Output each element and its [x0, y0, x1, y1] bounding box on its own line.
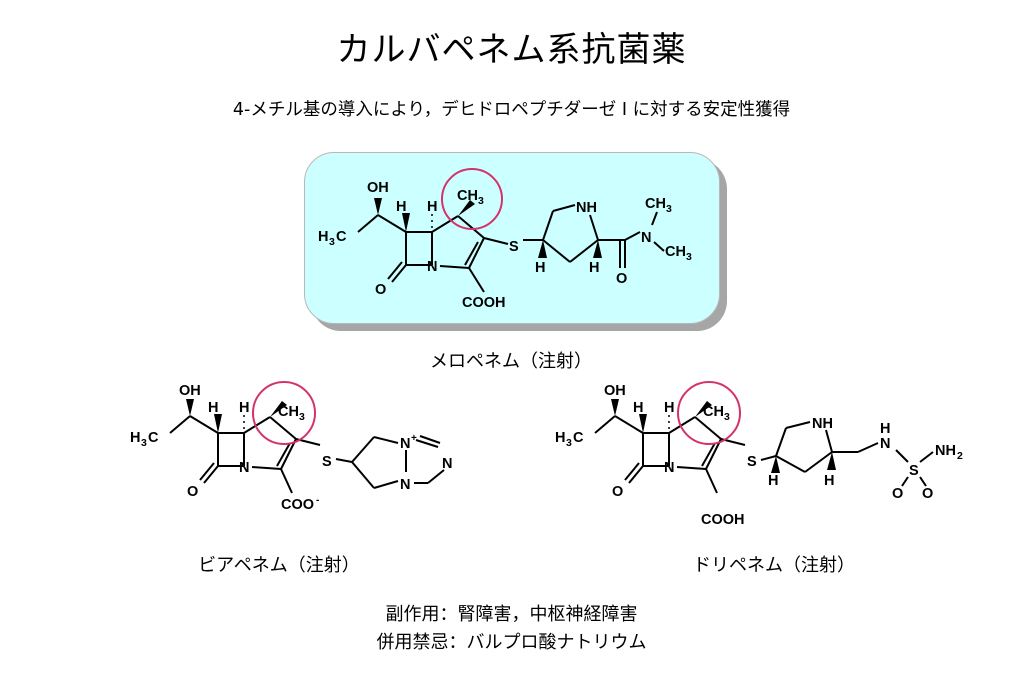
svg-text:H: H	[208, 400, 218, 416]
svg-text:3: 3	[299, 411, 305, 423]
svg-text:H: H	[824, 473, 834, 489]
svg-text:NH: NH	[812, 416, 833, 432]
svg-text:H: H	[396, 199, 406, 215]
svg-text:CH: CH	[278, 404, 299, 420]
svg-text:3: 3	[666, 203, 672, 215]
svg-text:+: +	[411, 433, 417, 444]
svg-text:H: H	[664, 400, 674, 416]
svg-text:H: H	[880, 421, 890, 437]
svg-text:3: 3	[724, 411, 730, 423]
svg-text:OH: OH	[179, 383, 201, 399]
svg-text:COOH: COOH	[462, 295, 506, 311]
svg-text:S: S	[509, 239, 519, 255]
svg-text:3: 3	[141, 437, 147, 449]
svg-text:OH: OH	[367, 180, 389, 196]
svg-text:N: N	[400, 436, 410, 452]
svg-text:3: 3	[566, 437, 572, 449]
svg-text:-: -	[316, 495, 319, 506]
svg-text:S: S	[909, 463, 919, 479]
svg-text:O: O	[892, 486, 903, 502]
svg-text:N: N	[400, 477, 410, 493]
svg-text:N: N	[427, 259, 437, 275]
svg-text:H: H	[427, 199, 437, 215]
svg-text:CH: CH	[665, 244, 686, 260]
svg-text:H: H	[768, 473, 778, 489]
subtitle: 4-メチル基の導入により，デヒドロペプチダーゼ Ⅰ に対する安定性獲得	[232, 100, 791, 120]
svg-text:H: H	[535, 260, 545, 276]
svg-text:H: H	[555, 430, 565, 446]
svg-text:N: N	[664, 460, 674, 476]
svg-text:O: O	[375, 282, 386, 298]
svg-text:COOH: COOH	[701, 512, 745, 528]
page-title: カルバペネム系抗菌薬	[336, 30, 687, 70]
svg-text:O: O	[922, 486, 933, 502]
svg-text:OH: OH	[604, 383, 626, 399]
side-effects-note: 副作用：腎障害，中枢神経障害	[385, 604, 638, 625]
svg-text:3: 3	[478, 195, 484, 207]
svg-text:S: S	[747, 454, 757, 470]
svg-text:O: O	[187, 484, 198, 500]
svg-text:H: H	[589, 260, 599, 276]
svg-text:3: 3	[686, 251, 692, 263]
svg-text:CH: CH	[457, 188, 478, 204]
svg-text:C: C	[148, 430, 159, 446]
svg-text:O: O	[612, 484, 623, 500]
biapenem-caption: ビアペネム（注射）	[198, 555, 360, 576]
svg-text:H: H	[239, 400, 249, 416]
svg-text:C: C	[573, 430, 584, 446]
contraindication-note: 併用禁忌：バルプロ酸ナトリウム	[376, 632, 647, 653]
svg-text:N: N	[442, 456, 452, 472]
svg-text:CH: CH	[645, 196, 666, 212]
svg-text:H: H	[318, 229, 328, 245]
svg-text:NH: NH	[576, 200, 597, 216]
doripenem-caption: ドリペネム（注射）	[693, 555, 855, 576]
svg-text:N: N	[239, 460, 249, 476]
svg-text:C: C	[336, 229, 347, 245]
meropenem-caption: メロペネム（注射）	[430, 351, 592, 372]
svg-text:H: H	[130, 430, 140, 446]
svg-text:N: N	[880, 436, 890, 452]
svg-text:S: S	[322, 454, 332, 470]
svg-text:N: N	[641, 230, 651, 246]
svg-text:O: O	[616, 271, 627, 287]
svg-text:NH: NH	[935, 443, 956, 459]
svg-text:H: H	[633, 400, 643, 416]
meropenem-highlight-box	[304, 152, 720, 324]
svg-text:COO: COO	[281, 497, 314, 513]
svg-text:2: 2	[957, 450, 963, 462]
svg-text:CH: CH	[703, 404, 724, 420]
svg-text:3: 3	[329, 236, 335, 248]
